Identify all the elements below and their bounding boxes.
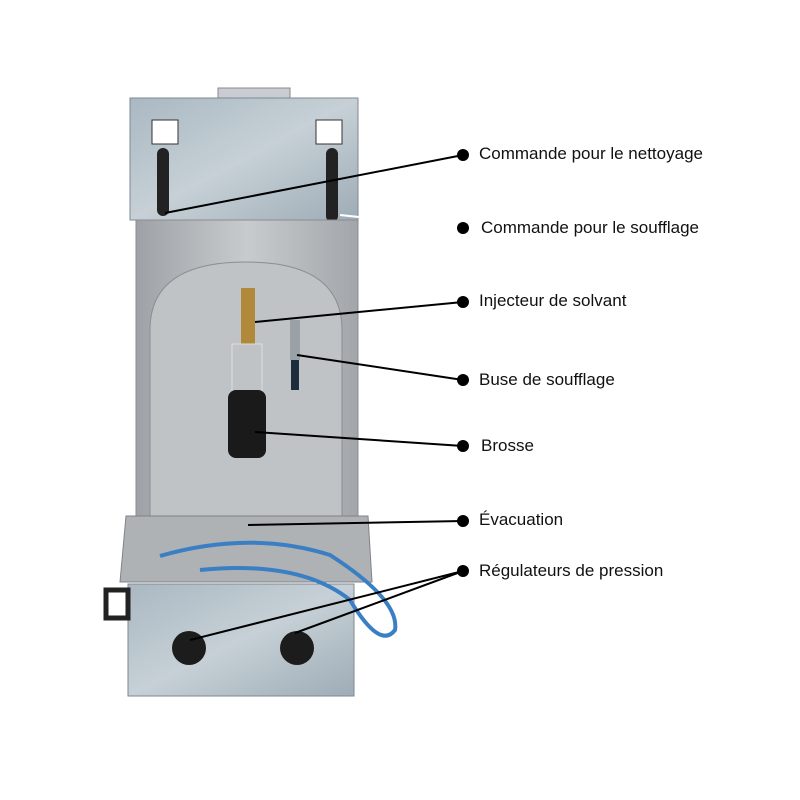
- air-hose: [159, 540, 398, 638]
- cleaning-lever[interactable]: [157, 148, 169, 216]
- label-pressure-regulators: Régulateurs de pression: [479, 561, 664, 580]
- label-drain: Évacuation: [479, 510, 564, 529]
- brush: [228, 390, 266, 458]
- blowing-icon: [315, 119, 343, 145]
- pressure-regulator-left[interactable]: [172, 631, 206, 665]
- cleaning-icon: [151, 119, 179, 145]
- blowing-nozzle: [290, 320, 300, 360]
- label-blowing-control: Commande pour le soufflage: [481, 218, 699, 237]
- label-brush: Brosse: [481, 436, 534, 455]
- pressure-regulator-right[interactable]: [280, 631, 314, 665]
- drain-tray: [119, 515, 373, 583]
- handle-left[interactable]: [103, 587, 131, 621]
- label-dots: [457, 149, 469, 577]
- regulator-box: [127, 583, 355, 697]
- blowing-lever[interactable]: [326, 148, 338, 222]
- leader-lines: [164, 154, 464, 641]
- label-blowing-nozzle: Buse de soufflage: [479, 370, 615, 389]
- label-cleaning-control: Commande pour le nettoyage: [479, 144, 703, 163]
- nozzle-tube: [291, 360, 299, 390]
- label-solvent-injector: Injecteur de solvant: [479, 291, 627, 310]
- solvent-injector: [241, 288, 255, 344]
